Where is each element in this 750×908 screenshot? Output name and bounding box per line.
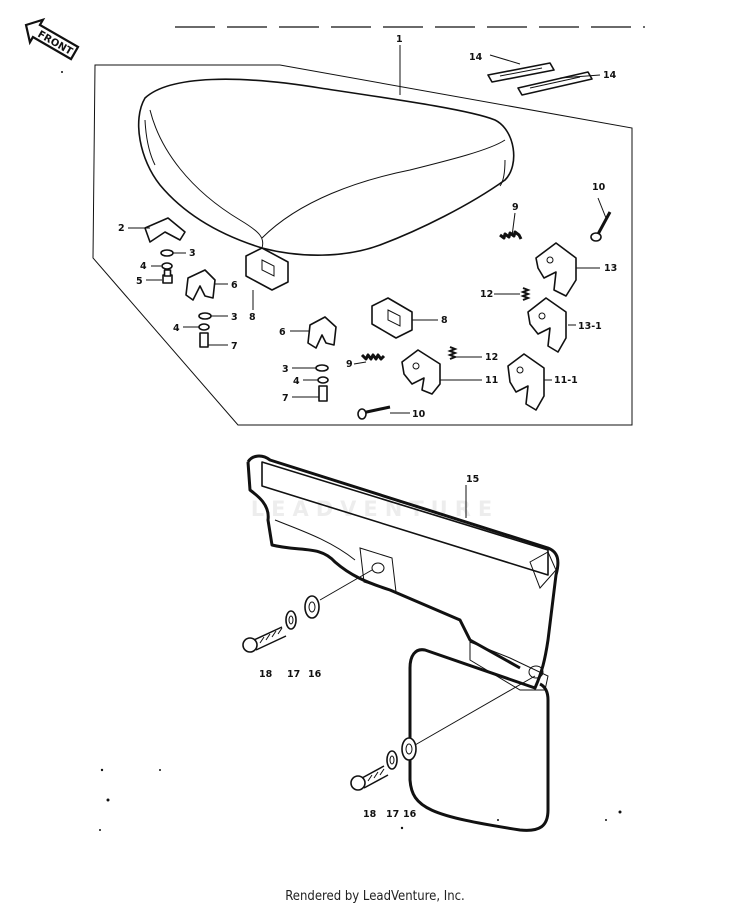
callout-6-upper: 6 xyxy=(231,280,238,291)
callout-9-lower: 9 xyxy=(346,359,353,370)
callout-9-upper: 9 xyxy=(512,202,519,213)
hinge-part-13-1 xyxy=(527,297,567,353)
bolt-part-7-low xyxy=(318,385,328,402)
bolt-part-18-lower xyxy=(350,765,389,791)
callout-17-lower: 17 xyxy=(386,809,399,820)
lockwasher-part-17-upper xyxy=(285,610,297,630)
callout-7-lower: 7 xyxy=(282,393,289,404)
strap-part-14a xyxy=(487,62,555,83)
seat-group-boundary xyxy=(92,64,633,426)
pin-part-10-lower xyxy=(357,405,391,420)
spring-part-12-lower xyxy=(447,346,458,360)
callout-5: 5 xyxy=(136,276,143,287)
spring-part-12-upper xyxy=(520,287,531,301)
callout-labels: 1 14 14 10 9 2 3 4 13 5 6 12 8 3 8 13-1 … xyxy=(118,34,617,820)
callout-16-upper: 16 xyxy=(308,669,322,680)
side-cover-part-15 xyxy=(246,454,560,832)
clip-part-6-upper xyxy=(185,269,216,301)
callout-11-1: 11-1 xyxy=(554,375,578,386)
callout-3-lower: 3 xyxy=(282,364,289,375)
lockwasher-part-4-mid xyxy=(198,323,210,331)
callout-16-lower: 16 xyxy=(403,809,417,820)
callout-18-lower: 18 xyxy=(363,809,377,820)
scan-speckles xyxy=(61,71,622,831)
callout-3-upper: 3 xyxy=(189,248,196,259)
bracket-part-2 xyxy=(144,217,186,243)
lockwasher-part-4 xyxy=(161,262,173,270)
callout-1: 1 xyxy=(396,34,403,45)
lockwasher-part-4-low xyxy=(317,376,329,384)
lockwasher-part-17-lower xyxy=(386,750,398,770)
callout-10-upper: 10 xyxy=(592,182,606,193)
leader-lines xyxy=(128,45,607,746)
callout-4-mid: 4 xyxy=(173,323,180,334)
watermark: LEADVENTURE xyxy=(250,497,500,521)
callout-12-lower: 12 xyxy=(485,352,498,363)
lock-block-part-8-right xyxy=(371,297,413,339)
callout-6-lower: 6 xyxy=(279,327,286,338)
washer-part-16-lower xyxy=(401,737,417,761)
bolt-part-7-mid xyxy=(199,332,209,348)
callout-7-mid: 7 xyxy=(231,341,238,352)
callout-3-mid: 3 xyxy=(231,312,238,323)
callout-2: 2 xyxy=(118,223,125,234)
callout-13: 13 xyxy=(604,263,617,274)
callout-14a: 14 xyxy=(469,52,483,63)
callout-18-upper: 18 xyxy=(259,669,273,680)
hinge-part-11-1 xyxy=(507,353,545,411)
callout-4-upper: 4 xyxy=(140,261,147,272)
pin-part-10-upper xyxy=(590,211,612,242)
callout-8-right: 8 xyxy=(441,315,448,326)
hinge-part-11 xyxy=(401,349,441,395)
callout-4-lower: 4 xyxy=(293,376,300,387)
callout-10-lower: 10 xyxy=(412,409,426,420)
seat-assembly xyxy=(137,78,515,256)
callout-12-upper: 12 xyxy=(480,289,493,300)
footer-credit: Rendered by LeadVenture, Inc. xyxy=(285,889,465,904)
spring-part-9-lower xyxy=(360,353,386,361)
clip-part-6-lower xyxy=(307,316,337,349)
callout-11: 11 xyxy=(485,375,498,386)
hinge-part-13 xyxy=(535,242,577,297)
washer-part-16-upper xyxy=(304,595,320,619)
lock-block-part-8-left xyxy=(245,247,289,291)
front-arrow-icon: FRONT xyxy=(24,17,80,61)
bolt-part-5 xyxy=(162,269,173,284)
spring-part-9-upper xyxy=(499,230,523,240)
bolt-part-18-upper xyxy=(242,626,287,653)
callout-15: 15 xyxy=(466,474,479,485)
callout-14b: 14 xyxy=(603,70,617,81)
callout-8-left: 8 xyxy=(249,312,256,323)
callout-17-upper: 17 xyxy=(287,669,300,680)
callout-13-1: 13-1 xyxy=(578,321,602,332)
washer-part-3-low xyxy=(315,364,329,372)
washer-part-3 xyxy=(160,249,174,257)
washer-part-3-mid xyxy=(198,312,212,320)
